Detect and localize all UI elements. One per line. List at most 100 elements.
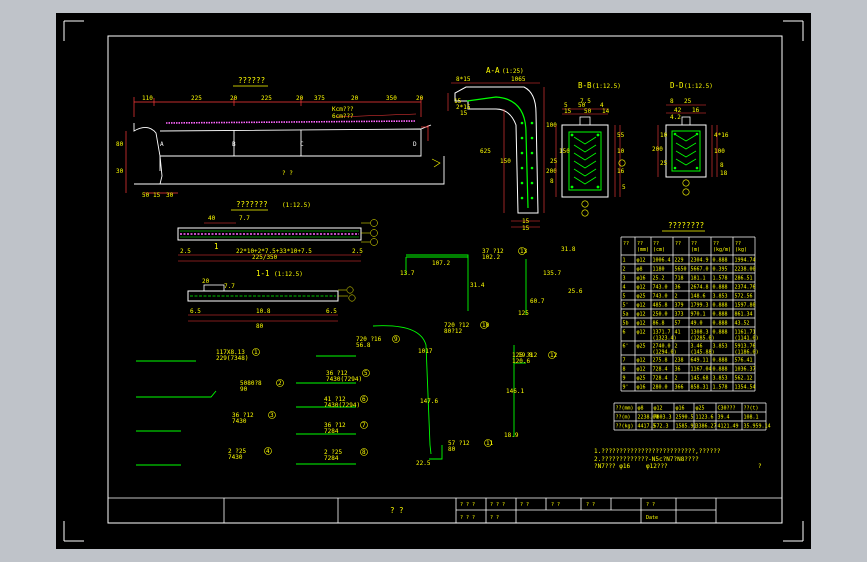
section-bb-title: B-B [578, 81, 592, 90]
section-aa-dim: 150 [500, 158, 511, 165]
elevation-top-dim: 225 [261, 95, 272, 102]
table-cell: φ25 [637, 344, 646, 350]
table-cell: 238 [675, 358, 684, 364]
rebar-tag-label: 10 [482, 322, 490, 329]
rebar-tag-top: 41 ?12 [324, 396, 346, 403]
table-cell: φ12 [637, 321, 646, 327]
section-bb-dim: 15 [564, 108, 572, 115]
rebar-tag-bottom: 7430(7294) [326, 376, 362, 383]
rebar-tag-bottom: 90 [240, 386, 248, 393]
rebar-tag-label: 6 [362, 396, 366, 403]
rebar-tag-circle [480, 321, 488, 329]
rebar-tag-circle [362, 369, 370, 377]
plan-view-mark: 1 [214, 242, 219, 251]
section-dd-dim: 4*16 [714, 132, 729, 139]
elevation-top-dim: 20 [416, 95, 424, 102]
title-cell-4: ? ? [551, 502, 560, 508]
rebar-tag-bottom: 7430 [228, 454, 243, 461]
plan-view-dim-3: 2.5 [180, 248, 191, 255]
table-cell: (1323.4) [653, 336, 677, 342]
rebar-tag-top: 36 ?12 [326, 370, 348, 377]
table-cell: 0.888 [713, 321, 728, 327]
table-cell: 181.1 [691, 276, 706, 282]
table-cell: 373 [675, 312, 684, 318]
section-aa-dim: 15 [522, 218, 530, 225]
table-cell: 275.8 [653, 358, 668, 364]
section-11-dim-6: 80 [256, 323, 264, 330]
section-dd-dim: 18 [720, 170, 728, 177]
rebar-tag-bottom: 7430(7294) [324, 402, 360, 409]
section-bb-dim: 25 [550, 158, 558, 165]
elevation-top-dim: 375 [314, 95, 325, 102]
table-cell: 4 [623, 285, 626, 291]
table-cell: 562.12 [735, 376, 753, 382]
table-cell: 970.1 [691, 312, 706, 318]
elevation-side-dim-1: 80 [116, 141, 124, 148]
section-dd-dim: 8 [670, 98, 674, 105]
section-11-scale: (1:12.5) [274, 271, 303, 278]
rebar-tag-bottom: 120.6 [512, 358, 530, 365]
rebar-tag-bottom: 102.2 [482, 254, 500, 261]
section-aa-dim: 1065 [511, 76, 526, 83]
rebar-dim: 31.8 [561, 246, 576, 253]
table-cell: φ12 [637, 358, 646, 364]
section-bb-dim: 8 [550, 178, 554, 185]
title-cell-5: ? ? [586, 502, 595, 508]
table-cell: 36 [675, 367, 681, 373]
section-dd-dim: 8 [720, 162, 724, 169]
rebar-tag-label: 3 [270, 412, 274, 419]
table-header-cell: (kg/m) [713, 247, 731, 253]
table-cell: 1597.80 [735, 303, 756, 309]
table-cell: 57 [675, 321, 681, 327]
summary-cell: ??(kg) [616, 424, 634, 430]
table-cell: 1354.54 [735, 385, 756, 391]
rebar-tag-bottom: 7430 [232, 418, 247, 425]
table-cell: 49.0 [691, 321, 703, 327]
section-dd-scale: (1:12.5) [684, 83, 713, 90]
table-cell: 0.888 [713, 285, 728, 291]
table-cell: 2740.0 [653, 344, 671, 350]
table-cell: 728.4 [653, 376, 668, 382]
table-header-cell: (mm) [637, 247, 649, 253]
rebar-tag-label: 8 [362, 449, 366, 456]
table-cell: 41 [675, 330, 681, 336]
rebar-tag-top: 720 ?16 [356, 336, 382, 343]
table-cell: 25.2 [653, 276, 665, 282]
table-cell: 145.68 [691, 376, 709, 382]
summary-cell: ??(mm) [616, 406, 634, 412]
title-cell-date: Date [646, 515, 658, 521]
table-cell: 0.395 [713, 267, 728, 273]
quantity-table: ???????? ????(mm)??(cm)????(m)??(kg/m)??… [613, 221, 771, 431]
section-aa-dim: 2*15 [456, 104, 471, 111]
section-dd-dim: 42 [674, 107, 682, 114]
summary-cell: φ8 [638, 406, 644, 412]
table-cell: 366 [675, 385, 684, 391]
summary-cell: φ12 [654, 406, 663, 412]
section-dd-dim: 16 [692, 107, 700, 114]
section-dd-title: D-D [670, 81, 684, 90]
section-11-dim-2: 7.7 [224, 283, 235, 290]
section-bb-scale: (1:12.5) [592, 83, 621, 90]
elevation-slope-label: Kcm??? [332, 106, 354, 113]
table-cell: 86.8 [653, 321, 665, 327]
rebar-tag-top: 117X8.13 [216, 349, 245, 356]
table-cell: 576.41 [735, 358, 753, 364]
table-cell: 2374.76 [735, 285, 756, 291]
elevation-section-label: B [232, 141, 236, 148]
rebar-tag-top: 5080?8 [240, 380, 262, 387]
table-cell: φ8 [637, 267, 643, 273]
table-cell: (1141.0) [735, 336, 759, 342]
summary-cell: 4121.49 [718, 424, 739, 430]
table-cell: 5650 [675, 267, 687, 273]
rebar-dim: 60.7 [530, 298, 545, 305]
section-dd-dim: 25 [660, 160, 668, 167]
rebar-tag-circle [360, 448, 368, 456]
table-cell: 8 [623, 367, 626, 373]
table-cell: 36 [675, 285, 681, 291]
rebar-dim: 135.7 [543, 270, 561, 277]
elevation-top-dim: 350 [386, 95, 397, 102]
